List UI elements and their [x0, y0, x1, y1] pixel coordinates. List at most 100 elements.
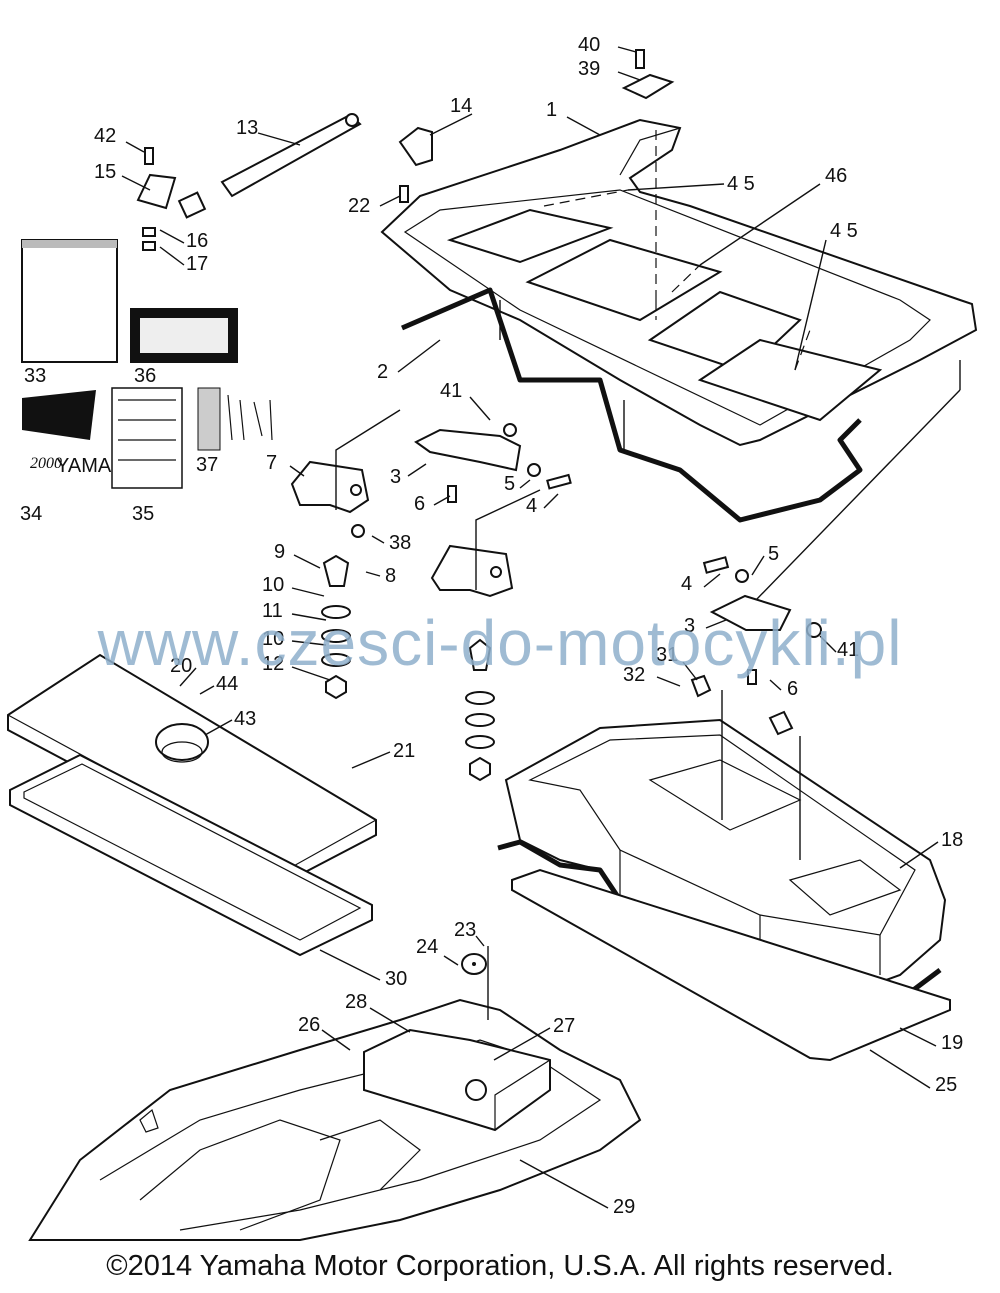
leader-line — [794, 239, 827, 371]
leader-line — [617, 71, 641, 81]
part-number-label: 33 — [24, 365, 46, 387]
bracket-14 — [398, 126, 433, 203]
part-number-label: 10 — [262, 574, 284, 596]
leader-line — [899, 841, 939, 869]
leader-line — [443, 955, 459, 966]
part-number-label: 4 5 — [830, 220, 858, 242]
part-number-label: 5 — [504, 473, 515, 495]
leader-line — [159, 229, 185, 244]
leader-line — [617, 46, 637, 53]
leader-line — [291, 587, 325, 597]
part-number-label: 8 — [385, 565, 396, 587]
part-number-label: 2 — [377, 361, 388, 383]
leader-line — [469, 396, 491, 421]
part-number-label: 20 — [170, 655, 192, 677]
leader-line — [289, 465, 305, 477]
part-number-label: 1 — [546, 99, 557, 121]
leader-line — [407, 463, 427, 477]
leader-line — [199, 685, 215, 695]
part-number-label: 43 — [234, 708, 256, 730]
part-number-label: 3 — [684, 615, 695, 637]
part-number-label: 12 — [262, 653, 284, 675]
leader-line — [179, 667, 197, 687]
part-number-label: 22 — [348, 195, 370, 217]
leader-line — [769, 679, 782, 691]
part-number-label: 14 — [450, 95, 472, 117]
cap-23 — [461, 953, 487, 975]
leader-line — [682, 661, 698, 681]
part-number-label: 40 — [578, 34, 600, 56]
leader-line — [379, 195, 401, 207]
part-number-label: 36 — [134, 365, 156, 387]
storage-lid — [380, 118, 978, 447]
part-number-label: 7 — [266, 452, 277, 474]
part-number-label: 38 — [389, 532, 411, 554]
leader-line — [365, 571, 381, 577]
part-number-label: 34 — [20, 503, 42, 525]
cover-gasket — [9, 753, 373, 957]
leader-line — [429, 113, 473, 136]
leader-line — [204, 719, 233, 736]
leader-line — [566, 116, 601, 136]
bracket-15 — [136, 147, 177, 251]
leader-line — [703, 573, 721, 588]
part-number-label: 23 — [454, 919, 476, 941]
part-number-label: 4 5 — [727, 173, 755, 195]
part-number-label: 46 — [825, 165, 847, 187]
leader-line — [321, 1029, 351, 1051]
part-number-label: 35 — [132, 503, 154, 525]
part-number-label: 10 — [262, 628, 284, 650]
leader-line — [125, 141, 145, 153]
tub-base — [511, 868, 951, 1062]
instruction-sheet-thumbnail — [111, 387, 183, 489]
part-number-label: 11 — [262, 600, 283, 622]
hinge-center — [430, 544, 514, 782]
part-number-label: 31 — [656, 644, 678, 666]
lid-gasket — [401, 287, 863, 523]
leader-line — [121, 175, 151, 191]
bracket-39 — [621, 49, 675, 100]
leader-line — [751, 555, 765, 576]
part-number-label: 5 — [768, 543, 779, 565]
part-number-label: 19 — [941, 1032, 963, 1054]
leader-lines — [121, 46, 939, 1209]
leader-line — [493, 1027, 551, 1061]
leader-line — [519, 479, 531, 489]
leader-line — [869, 1049, 931, 1089]
part-number-label: 24 — [416, 936, 438, 958]
leader-line — [319, 949, 381, 981]
leader-line — [397, 339, 441, 373]
part-number-label: 13 — [236, 117, 258, 139]
leader-line — [705, 619, 727, 629]
part-number-label: 29 — [613, 1196, 635, 1218]
plate-3-top — [414, 423, 572, 503]
part-number-label: 25 — [935, 1074, 957, 1096]
part-number-label: 30 — [385, 968, 407, 990]
part-number-label: 41 — [440, 380, 462, 402]
owners-manual-thumbnail — [21, 239, 118, 363]
leader-line — [351, 751, 391, 769]
part-number-label: 16 — [186, 230, 208, 252]
leader-line — [656, 676, 681, 687]
leader-line — [899, 1027, 937, 1047]
part-number-label: 39 — [578, 58, 600, 80]
leader-line — [369, 1007, 411, 1033]
leader-line — [293, 554, 321, 569]
part-number-label: 4 — [681, 573, 692, 595]
part-number-label: 18 — [941, 829, 963, 851]
plate-3-right — [690, 556, 822, 736]
part-number-label: 27 — [553, 1015, 575, 1037]
leader-line — [291, 640, 327, 646]
leader-line — [433, 495, 451, 506]
leader-line — [819, 635, 837, 653]
leader-line — [475, 935, 485, 947]
part-number-label: 17 — [186, 253, 208, 275]
part-number-label: 15 — [94, 161, 116, 183]
part-number-label: 3 — [390, 466, 401, 488]
part-number-label: 6 — [414, 493, 425, 515]
part-number-label: 32 — [623, 664, 645, 686]
part-number-label: 26 — [298, 1014, 320, 1036]
leader-line — [371, 535, 385, 544]
